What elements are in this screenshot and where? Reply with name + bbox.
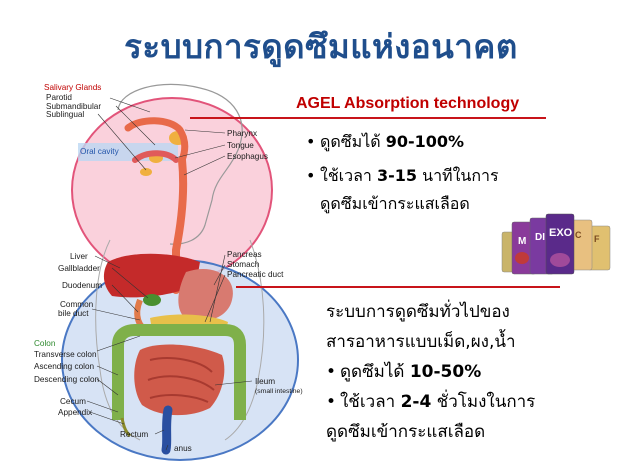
agel-heading: AGEL Absorption technology [296,95,520,112]
label-salivary-glands: Salivary Glands [44,83,102,92]
label-cecum: Cecum [60,397,86,406]
label-submandibular: Submandibular [46,102,102,111]
conventional-bullet-time-line2: ดูดซึมเข้ากระแสเลือด [326,422,486,442]
liver [103,253,200,298]
label-rectum: Rectum [120,430,149,439]
agel-divider-line [190,117,546,119]
label-transverse-colon: Transverse colon [34,350,97,359]
colon [112,324,246,420]
label-parotid: Parotid [46,93,72,102]
esophagus [172,156,188,294]
head-outline [117,83,243,245]
label-tongue: Tongue [227,141,254,150]
pack-label-di: DI [535,232,545,243]
label-common: Common [60,300,94,309]
label-leader-lines [86,97,253,451]
label-bile-duct: bile duct [58,309,89,318]
conventional-heading-line2: สารอาหารแบบเม็ด,ผง,น้ำ [326,332,516,352]
label-stomach: Stomach [227,260,260,269]
conventional-bullet-time: •ใช้เวลา 2-4 ชั่วโมงในการ [326,387,636,417]
label-appendix: Appendix [58,408,93,417]
agel-product-image: M DI EXO C F [500,212,620,278]
label-esophagus: Esophagus [227,152,268,161]
bullet-dot: • [306,132,316,151]
agel-bullet-list: •ดูดซึมได้ 90-100% •ใช้เวลา 3-15 นาทีในก… [306,128,606,218]
pharynx [124,117,189,164]
label-pharynx: Pharynx [227,129,258,138]
page-title: ระบบการดูดซึมแห่งอนาคต [124,27,518,66]
small-intestine [134,344,225,416]
bullet-dot: • [326,362,337,382]
label-sublingual: Sublingual [46,110,85,119]
label-descending-colon: Descending colon [34,375,100,384]
pack-label-m: M [518,236,526,247]
gallbladder [143,294,161,306]
conventional-bullet-absorption: •ดูดซึมได้ 10-50% [326,357,636,387]
conventional-heading-line1: ระบบการดูดซึมทั่วไปของ [326,302,510,322]
agel-bullet-time-line2: ดูดซึมเข้ากระแสเลือด [320,194,470,213]
bullet-dot: • [326,392,337,412]
conventional-block: ระบบการดูดซึมทั่วไปของ สารอาหารแบบเม็ด,ผ… [326,297,636,447]
label-gallbladder: Gallbladder [58,264,100,273]
agel-bullet-time: •ใช้เวลา 3-15 นาทีในการ [306,162,606,190]
appendix [120,417,132,438]
conventional-divider-line [236,286,560,288]
body-outline [95,239,141,441]
label-ascending-colon: Ascending colon [34,362,95,371]
pack-label-c: C [575,230,582,240]
bullet-dot: • [306,166,316,185]
label-oral-cavity: Oral cavity [80,147,119,156]
label-duodenum: Duodenum [62,281,103,290]
stomach [178,268,233,322]
pack-label-exo: EXO [549,227,573,239]
agel-bullet-absorption: •ดูดซึมได้ 90-100% [306,128,606,156]
label-pancreatic-duct: Pancreatic duct [227,270,284,279]
label-small-intestine: (small intestine) [255,388,303,395]
sublingual-gland [140,168,152,176]
pack-label-f: F [594,234,600,244]
gel-packs-illustration: M DI EXO C F [501,213,611,275]
tongue [132,150,179,163]
rectum [161,405,173,455]
label-liver: Liver [70,252,88,261]
label-anus: anus [174,444,192,453]
label-pancreas: Pancreas [227,250,262,259]
label-colon: Colon [34,339,56,348]
label-ileum: Ileum [255,377,276,386]
